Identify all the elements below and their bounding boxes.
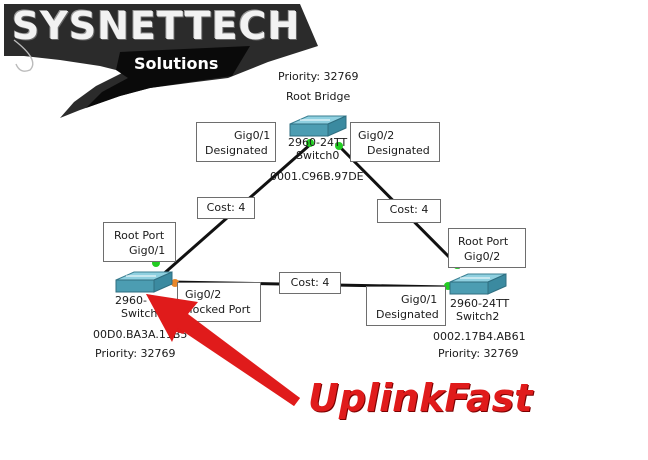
port-name: Gig0/1 <box>129 244 166 257</box>
switch2-port-top-label: Root Port Gig0/2 <box>448 228 526 268</box>
switch0-model: 2960-24TT <box>288 136 348 149</box>
switch1-mac: 00D0.BA3A.11B5 <box>93 328 188 341</box>
switch2-model: 2960-24TT <box>450 297 510 310</box>
switch0-port-left-label: Gig0/1 Designated <box>196 122 276 162</box>
port-name: Gig0/1 <box>401 293 438 306</box>
port-state: Blocked Port <box>182 303 251 316</box>
switch1-model: 2960- <box>115 294 147 307</box>
right-link-cost: Cost: 4 <box>377 199 441 223</box>
switch1-port-right-label: Gig0/2 Blocked Port <box>177 282 261 322</box>
port-up-indicator-s0-gig02 <box>335 142 343 150</box>
port-state: Designated <box>367 144 430 157</box>
switch2-priority: Priority: 32769 <box>438 347 519 360</box>
switch2-mac: 0002.17B4.AB61 <box>433 330 526 343</box>
switch2-name: Switch2 <box>456 310 500 323</box>
port-name: Gig0/2 <box>185 288 222 301</box>
switch0-icon <box>289 115 347 137</box>
switch0-role: Root Bridge <box>286 90 351 103</box>
left-link-cost: Cost: 4 <box>197 197 255 219</box>
port-name: Gig0/2 <box>464 250 501 263</box>
switch0-name: Switch0 <box>296 149 340 162</box>
switch1-priority: Priority: 32769 <box>95 347 176 360</box>
port-name: Gig0/1 <box>234 129 271 142</box>
switch1-port-top-label: Root Port Gig0/1 <box>103 222 176 262</box>
logo-brand-text: SYSNETTECH <box>12 4 301 48</box>
port-role: Root Port <box>458 235 509 248</box>
port-state: Designated <box>376 308 439 321</box>
port-up-indicator-s0-gig01 <box>306 139 314 147</box>
switch2-icon <box>449 273 507 295</box>
switch0-priority: Priority: 32769 <box>278 70 359 83</box>
uplinkfast-title: UplinkFast <box>308 376 533 420</box>
switch1-name: Switch1 <box>121 307 165 320</box>
port-name: Gig0/2 <box>358 129 395 142</box>
port-role: Root Port <box>114 229 165 242</box>
switch2-port-left-label: Gig0/1 Designated <box>366 286 446 326</box>
switch0-port-right-label: Gig0/2 Designated <box>350 122 440 162</box>
logo-tagline: Solutions <box>134 54 219 73</box>
switch0-mac: 0001.C96B.97DE <box>270 170 364 183</box>
switch1-icon <box>115 271 173 293</box>
bottom-link-cost: Cost: 4 <box>279 272 341 294</box>
port-state: Designated <box>205 144 268 157</box>
